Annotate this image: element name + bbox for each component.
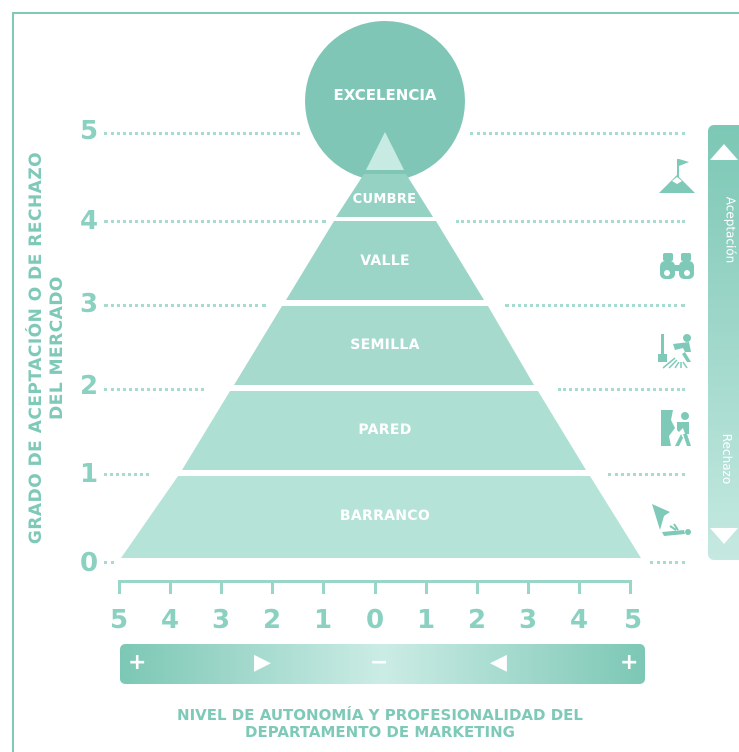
x-axis-label-line1: NIVEL DE AUTONOMÍA Y PROFESIONALIDAD DEL bbox=[177, 706, 583, 724]
guide-right-2 bbox=[558, 388, 685, 391]
guide-left-2 bbox=[104, 388, 204, 391]
tick bbox=[374, 580, 377, 594]
minus-symbol: − bbox=[370, 650, 389, 675]
x-axis-label-line2: DEPARTAMENTO DE MARKETING bbox=[245, 723, 515, 741]
x-axis-label: NIVEL DE AUTONOMÍA Y PROFESIONALIDAD DEL… bbox=[110, 707, 650, 741]
acceptance-scale-bar bbox=[708, 125, 739, 560]
arrow-left-symbol: ◀ bbox=[490, 650, 507, 675]
level-5: 5 bbox=[79, 116, 99, 146]
guide-left-1 bbox=[104, 473, 149, 476]
arrow-up-icon bbox=[710, 144, 738, 160]
guide-right-0 bbox=[650, 561, 685, 564]
autonomy-gradient-bar bbox=[120, 644, 645, 684]
guide-right-4 bbox=[456, 220, 685, 223]
level-2: 2 bbox=[79, 371, 99, 401]
falling-person-icon bbox=[652, 504, 691, 536]
plus-left-symbol: + bbox=[128, 650, 147, 675]
x-number: 2 bbox=[467, 605, 487, 635]
pyramid-tip bbox=[366, 132, 404, 170]
guide-right-1 bbox=[608, 473, 685, 476]
level-1: 1 bbox=[79, 459, 99, 489]
x-number: 1 bbox=[416, 605, 436, 635]
x-number: 2 bbox=[262, 605, 282, 635]
acceptance-label: Aceptación bbox=[723, 196, 738, 264]
guide-left-3 bbox=[104, 304, 266, 307]
rejection-label: Rechazo bbox=[720, 433, 735, 485]
tier-pared-shape bbox=[182, 391, 586, 470]
x-number: 3 bbox=[211, 605, 231, 635]
guide-left-4 bbox=[104, 220, 326, 223]
arrow-down-icon bbox=[710, 528, 738, 544]
x-number: 3 bbox=[518, 605, 538, 635]
x-number: 5 bbox=[623, 605, 643, 635]
tier-label-semilla: SEMILLA bbox=[350, 337, 420, 353]
level-4: 4 bbox=[79, 206, 99, 236]
tier-barranco-shape bbox=[121, 476, 641, 558]
x-number: 5 bbox=[109, 605, 129, 635]
tick bbox=[527, 580, 530, 594]
tier-valle-shape bbox=[286, 221, 484, 300]
tick bbox=[476, 580, 479, 594]
tick bbox=[220, 580, 223, 594]
x-number: 0 bbox=[365, 605, 385, 635]
tick bbox=[425, 580, 428, 594]
x-number: 1 bbox=[313, 605, 333, 635]
tick bbox=[578, 580, 581, 594]
tier-cumbre-shape bbox=[336, 174, 433, 217]
tick bbox=[271, 580, 274, 594]
x-number: 4 bbox=[160, 605, 180, 635]
guide-right-3 bbox=[505, 304, 685, 307]
level-3: 3 bbox=[79, 289, 99, 319]
tick bbox=[629, 580, 632, 594]
tick bbox=[169, 580, 172, 594]
tier-label-barranco: BARRANCO bbox=[339, 508, 431, 524]
tier-label-cumbre: CUMBRE bbox=[352, 192, 417, 207]
level-0: 0 bbox=[79, 548, 99, 578]
apex-label: EXCELENCIA bbox=[333, 86, 437, 104]
tier-label-pared: PARED bbox=[358, 422, 412, 438]
x-number: 4 bbox=[569, 605, 589, 635]
guide-left-5 bbox=[104, 132, 300, 135]
tier-label-valle: VALLE bbox=[360, 253, 410, 269]
guide-right-5 bbox=[470, 132, 685, 135]
tier-semilla-shape bbox=[234, 306, 534, 385]
tick bbox=[118, 580, 121, 594]
plus-right-symbol: + bbox=[620, 650, 639, 675]
climber-icon bbox=[661, 410, 691, 446]
planting-icon bbox=[658, 334, 691, 369]
tick bbox=[322, 580, 325, 594]
binoculars-icon bbox=[660, 253, 694, 279]
arrow-right-symbol: ▶ bbox=[254, 650, 271, 675]
diagram-frame bbox=[12, 12, 739, 752]
summit-flag-icon bbox=[659, 159, 695, 193]
guide-left-0 bbox=[104, 561, 114, 564]
